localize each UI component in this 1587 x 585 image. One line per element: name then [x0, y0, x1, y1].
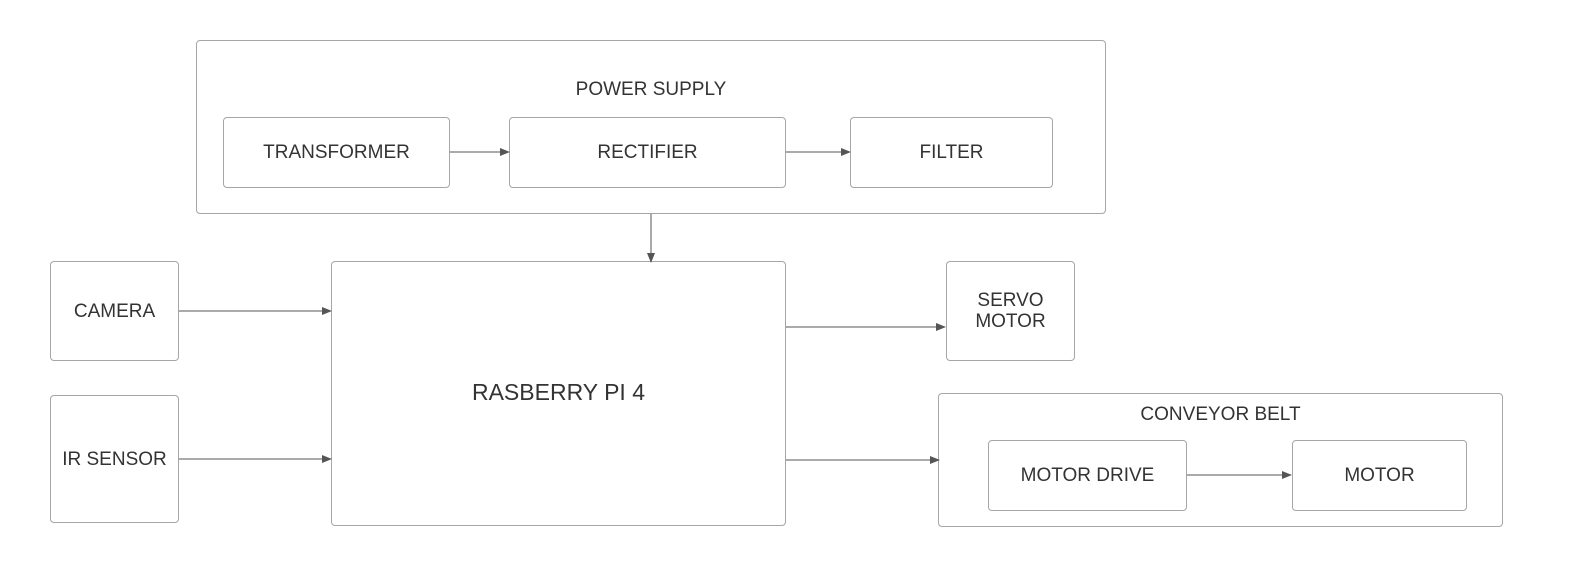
transformer-block: TRANSFORMER — [223, 117, 450, 188]
filter-block: FILTER — [850, 117, 1053, 188]
motor-drive-block: MOTOR DRIVE — [988, 440, 1187, 511]
power-supply-title: POWER SUPPLY — [575, 79, 727, 100]
camera-label: CAMERA — [73, 300, 156, 322]
motor-label: MOTOR — [1344, 465, 1415, 486]
camera-block: CAMERA — [50, 261, 179, 361]
ir-sensor-label: IR SENSOR — [62, 448, 167, 470]
servo-motor-block: SERVO MOTOR — [946, 261, 1075, 361]
filter-label: FILTER — [919, 142, 984, 163]
conveyor-belt-title: CONVEYOR BELT — [1140, 404, 1301, 425]
motor-drive-label: MOTOR DRIVE — [1020, 465, 1155, 486]
transformer-label: TRANSFORMER — [263, 142, 410, 163]
raspberry-pi-label: RASBERRY PI 4 — [471, 379, 645, 405]
raspberry-pi-block: RASBERRY PI 4 — [331, 261, 786, 526]
rectifier-label: RECTIFIER — [597, 142, 698, 163]
ir-sensor-block: IR SENSOR — [50, 395, 179, 523]
motor-block: MOTOR — [1292, 440, 1467, 511]
servo-motor-label: SERVO MOTOR — [975, 290, 1046, 332]
rectifier-block: RECTIFIER — [509, 117, 786, 188]
